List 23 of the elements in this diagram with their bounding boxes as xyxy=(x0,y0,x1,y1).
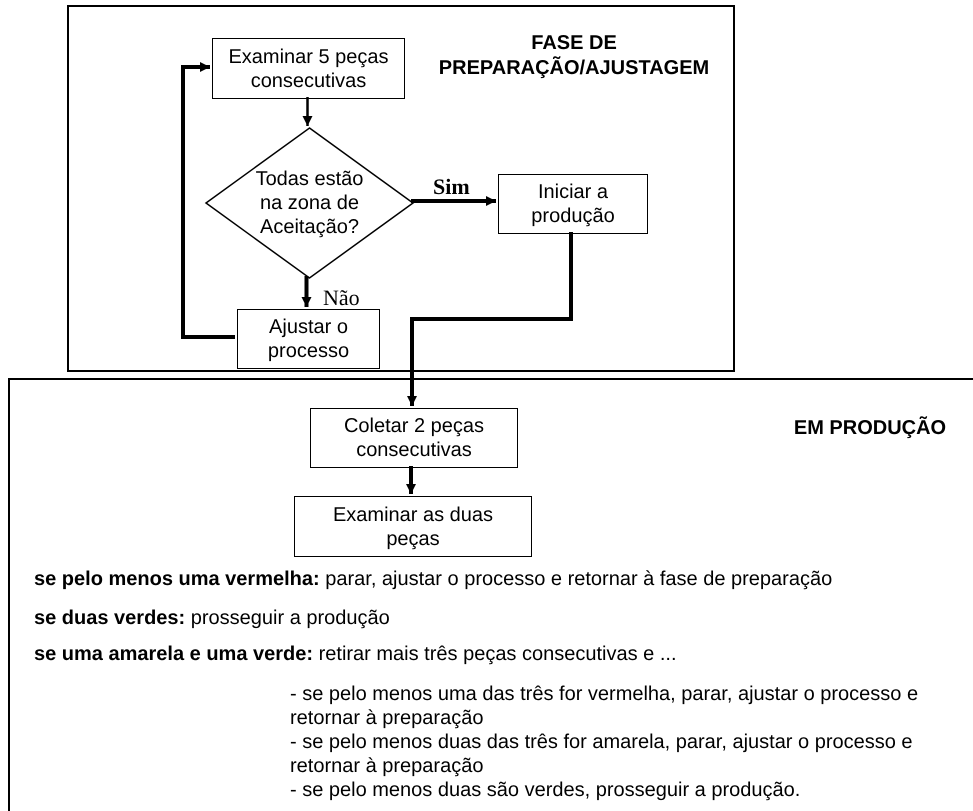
arrow xyxy=(406,466,416,494)
phase-title: FASE DE PREPARAÇÃO/AJUSTAGEM xyxy=(438,31,710,81)
arrow xyxy=(407,232,573,406)
process-box: Iniciar a produção xyxy=(498,174,648,234)
phase-title: EM PRODUÇÃO xyxy=(792,416,948,441)
process-box: Examinar 5 peças consecutivas xyxy=(212,38,405,99)
process-box: Examinar as duas peças xyxy=(294,496,532,557)
phase-panel xyxy=(67,5,735,372)
process-box: Ajustar o processo xyxy=(237,309,380,369)
rule-text: - se pelo menos duas das três for amarela, parar, ajustar o processo e retornar à preparação xyxy=(290,730,914,778)
process-box: Coletar 2 peças consecutivas xyxy=(310,408,518,468)
phase-panel xyxy=(8,378,973,811)
arrow xyxy=(302,97,312,126)
arrow xyxy=(302,276,312,307)
arrow xyxy=(411,196,496,206)
decision-diamond xyxy=(206,128,413,278)
rule-text: se pelo menos uma vermelha: parar, ajustar o processo e retornar à fase de preparação xyxy=(34,567,834,591)
arrow xyxy=(181,62,235,339)
decision-text: Todas estão na zona de Aceitação? xyxy=(254,167,364,239)
rule-text: - se pelo menos duas são verdes, prosseguir a produção. xyxy=(290,778,802,802)
rule-text: - se pelo menos uma das três for vermelha, parar, ajustar o processo e retornar à preparação xyxy=(290,682,920,730)
rule-text: se uma amarela e uma verde: retirar mais três peças consecutivas e ... xyxy=(34,642,678,666)
rule-text: se duas verdes: prosseguir a produção xyxy=(34,606,391,630)
